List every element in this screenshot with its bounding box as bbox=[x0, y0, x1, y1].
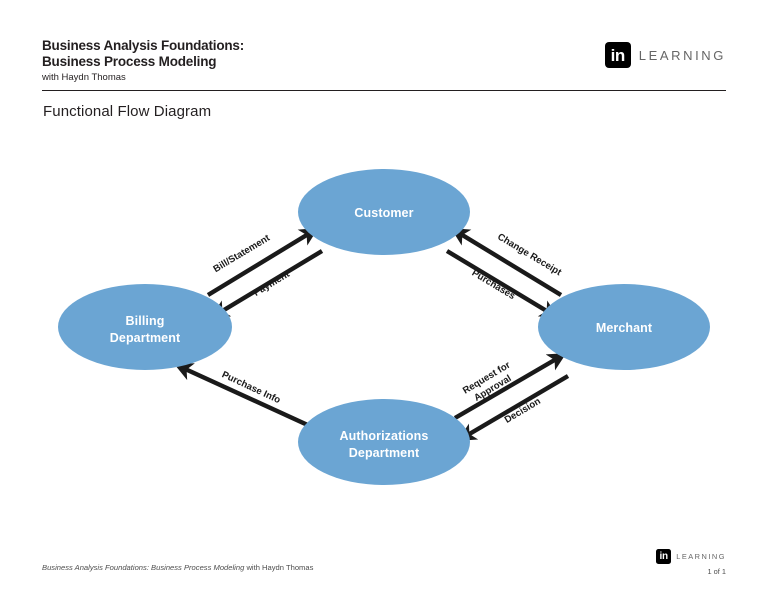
edge-decision bbox=[457, 374, 570, 441]
edge-label-purchases: Purchases bbox=[470, 268, 517, 302]
functional-flow-diagram: Customer Billing Department Merchant Aut… bbox=[0, 130, 768, 520]
diagram-edges bbox=[174, 227, 570, 441]
node-authorizations-department-label-line1: Authorizations bbox=[340, 429, 429, 443]
node-merchant-shape bbox=[538, 284, 710, 370]
node-billing-department-shape bbox=[58, 284, 232, 370]
node-merchant[interactable]: Merchant bbox=[538, 284, 710, 370]
node-customer-shape bbox=[298, 169, 470, 255]
page-title: Functional Flow Diagram bbox=[43, 103, 212, 120]
edge-purchase-info bbox=[174, 363, 313, 430]
edge-label-payment: Payment bbox=[252, 268, 293, 298]
node-billing-department[interactable]: Billing Department bbox=[58, 284, 232, 370]
course-author: with Haydn Thomas bbox=[42, 72, 126, 83]
footer-author: with Haydn Thomas bbox=[244, 563, 314, 572]
edge-request-approval bbox=[453, 353, 567, 420]
edge-label-change-receipt: Change Receipt bbox=[495, 231, 564, 278]
node-customer-label: Customer bbox=[354, 206, 413, 220]
edge-purchases bbox=[445, 249, 559, 318]
slide-header: Business Analysis Foundations: Business … bbox=[42, 38, 726, 92]
footer-right-block: in LEARNING 1 of 1 bbox=[656, 549, 726, 576]
header-divider bbox=[42, 90, 726, 91]
footer-learning-wordmark: LEARNING bbox=[676, 552, 726, 561]
node-billing-department-label-line1: Billing bbox=[126, 314, 165, 328]
footer-linkedin-learning-logo: in LEARNING bbox=[656, 549, 726, 564]
learning-wordmark: LEARNING bbox=[638, 47, 726, 63]
footer-course-title: Business Analysis Foundations: Business … bbox=[42, 563, 245, 572]
course-title: Business Analysis Foundations: Business … bbox=[42, 38, 245, 69]
node-authorizations-department-label-line2: Department bbox=[349, 446, 420, 460]
node-authorizations-department[interactable]: Authorizations Department bbox=[298, 399, 470, 485]
edge-label-bill-statement: Bill/Statement bbox=[211, 232, 272, 275]
node-authorizations-department-shape bbox=[298, 399, 470, 485]
linkedin-learning-logo: in LEARNING bbox=[604, 42, 726, 68]
edge-bill-statement bbox=[206, 227, 319, 297]
footer-linkedin-in-icon: in bbox=[656, 549, 672, 564]
node-customer[interactable]: Customer bbox=[298, 169, 470, 255]
node-billing-department-label-line2: Department bbox=[110, 331, 181, 345]
diagram-nodes: Customer Billing Department Merchant Aut… bbox=[58, 169, 710, 485]
edge-change-receipt bbox=[450, 227, 563, 297]
edge-payment bbox=[210, 249, 324, 318]
node-merchant-label: Merchant bbox=[596, 321, 653, 335]
footer-course-line: Business Analysis Foundations: Business … bbox=[42, 563, 313, 572]
page-number: 1 of 1 bbox=[707, 567, 727, 576]
linkedin-in-icon: in bbox=[604, 42, 631, 68]
